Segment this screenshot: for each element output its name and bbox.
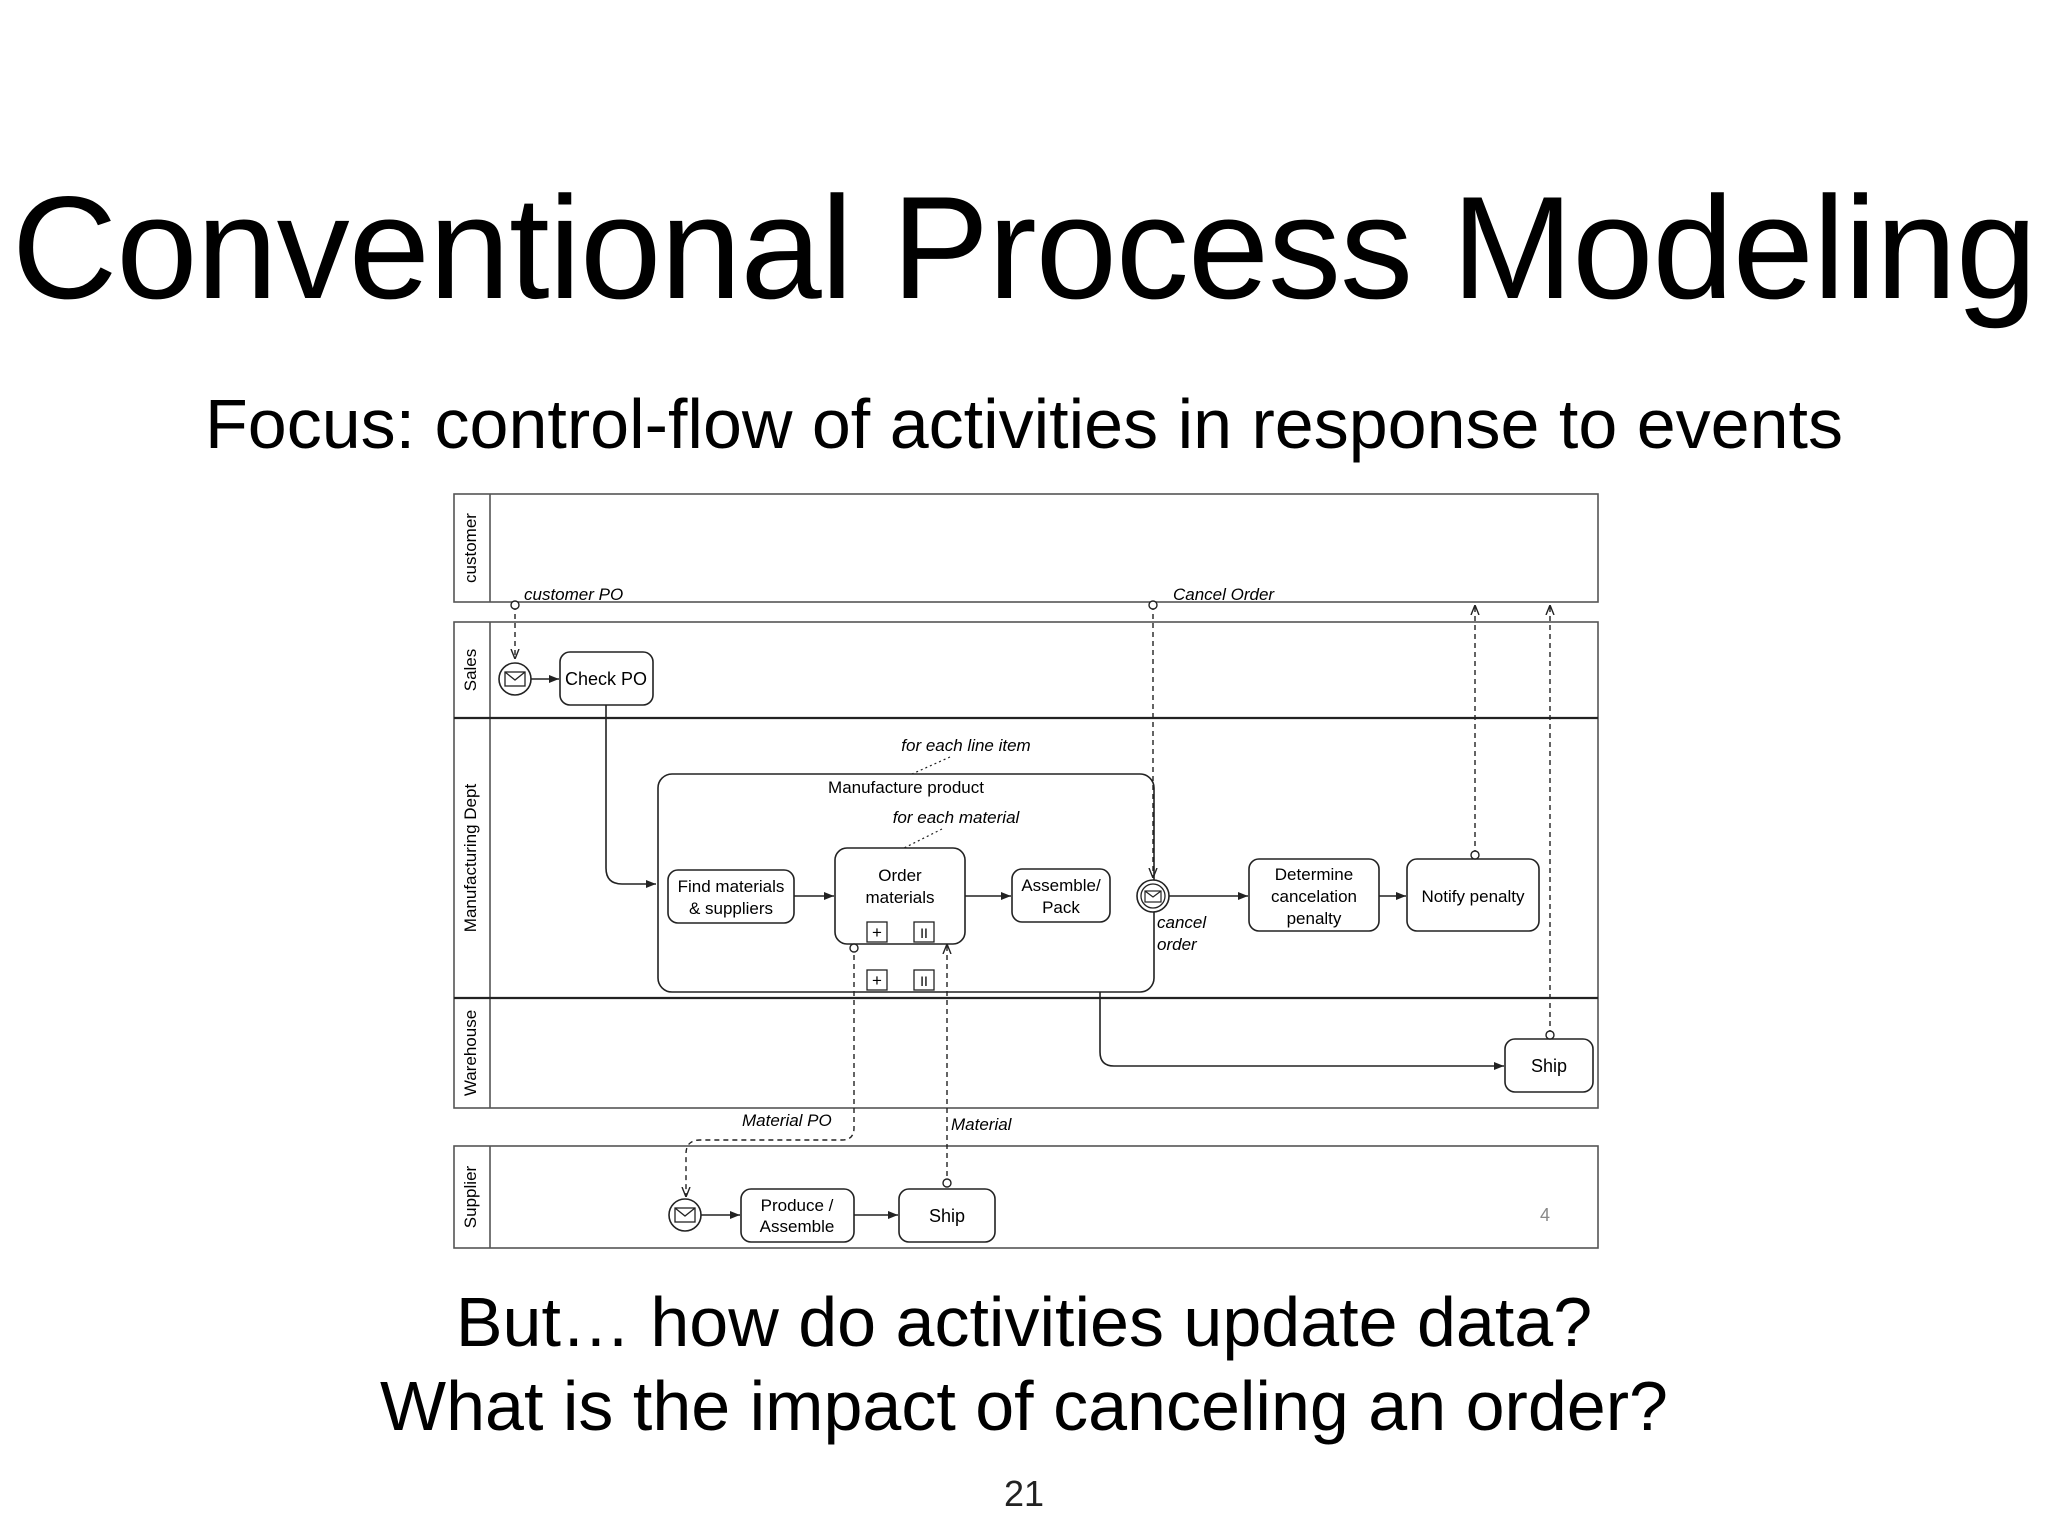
task-order-materials-line1: Order — [878, 866, 922, 885]
task-ship-warehouse: Ship — [1504, 1038, 1594, 1093]
boundary-cancel-event — [1136, 879, 1170, 913]
task-find-materials: Find materials & suppliers — [667, 869, 795, 924]
message-flows — [515, 605, 1550, 1197]
task-find-materials-line2: & suppliers — [689, 899, 773, 918]
lane-label-sales: Sales — [461, 649, 480, 692]
task-order-materials: Order materials + II — [834, 847, 966, 945]
task-ship-supplier: Ship — [898, 1188, 996, 1243]
task-determine-penalty-line3: penalty — [1287, 909, 1342, 928]
message-flow-material-po — [686, 946, 855, 1197]
loop-marker-outer-plus: + — [872, 971, 882, 990]
task-determine-penalty-line2: cancelation — [1271, 887, 1357, 906]
lane-label-supplier: Supplier — [461, 1165, 480, 1228]
multi-instance-marker-outer-label: II — [920, 973, 928, 989]
task-ship-supplier-label: Ship — [929, 1206, 965, 1226]
task-check-po-label: Check PO — [565, 669, 647, 689]
message-start-event-supplier — [668, 1198, 702, 1232]
annotation-for-each-material: for each material — [893, 808, 1021, 827]
lane-label-warehouse: Warehouse — [461, 1010, 480, 1096]
task-assemble-pack: Assemble/ Pack — [1011, 868, 1111, 923]
multi-instance-marker-outer — [913, 969, 935, 991]
task-produce-assemble: Produce / Assemble — [740, 1188, 855, 1243]
supplier-inner-page-number: 4 — [1540, 1205, 1550, 1225]
subprocess-label: Manufacture product — [828, 778, 984, 797]
task-find-materials-line1: Find materials — [678, 877, 785, 896]
loop-marker-inner — [866, 921, 888, 943]
loop-marker-inner-plus: + — [872, 923, 882, 942]
slide-title: Conventional Process Modeling — [11, 166, 2037, 329]
task-produce-assemble-line2: Assemble — [760, 1217, 835, 1236]
cancel-order-event-line2: order — [1157, 935, 1198, 954]
task-check-po: Check PO — [559, 651, 654, 706]
question-update-data: But… how do activities update data? — [455, 1283, 1593, 1361]
task-assemble-pack-line1: Assemble/ — [1021, 876, 1101, 895]
message-start-event-sales — [498, 662, 532, 696]
message-flow-source-markers — [510, 600, 1555, 1188]
flow-subprocess-to-ship — [1099, 992, 1504, 1070]
task-notify-penalty-label: Notify penalty — [1422, 887, 1525, 906]
task-determine-penalty: Determine cancelation penalty — [1248, 858, 1380, 932]
annotation-for-each-line-item: for each line item — [901, 736, 1030, 755]
multi-instance-marker-inner-label: II — [920, 925, 928, 941]
message-label-material: Material — [951, 1115, 1013, 1134]
cancel-order-event-line1: cancel — [1157, 913, 1207, 932]
slide-subtitle: Focus: control-flow of activities in res… — [205, 385, 1843, 463]
lane-label-manufacturing: Manufacturing Dept — [461, 784, 480, 933]
message-label-cancel-order: Cancel Order — [1173, 585, 1275, 604]
message-label-customer-po: customer PO — [524, 585, 623, 604]
annotation-line-outer — [911, 756, 951, 775]
pool-customer: customer — [453, 493, 1599, 603]
task-order-materials-line2: materials — [866, 888, 935, 907]
task-notify-penalty: Notify penalty — [1406, 858, 1540, 932]
page-number: 21 — [1003, 1473, 1045, 1514]
message-label-material-po: Material PO — [742, 1111, 832, 1130]
multi-instance-marker-inner — [913, 921, 935, 943]
task-assemble-pack-line2: Pack — [1042, 898, 1080, 917]
pool-supplier: Supplier — [453, 1145, 1599, 1249]
task-determine-penalty-line1: Determine — [1275, 865, 1353, 884]
loop-marker-outer — [866, 969, 888, 991]
flow-check-po-to-find-materials — [605, 705, 656, 888]
task-ship-warehouse-label: Ship — [1531, 1056, 1567, 1076]
annotation-line-inner — [903, 828, 943, 849]
question-cancel-impact: What is the impact of canceling an order… — [380, 1367, 1668, 1445]
task-produce-assemble-line1: Produce / — [761, 1196, 834, 1215]
lane-label-customer: customer — [461, 513, 480, 583]
